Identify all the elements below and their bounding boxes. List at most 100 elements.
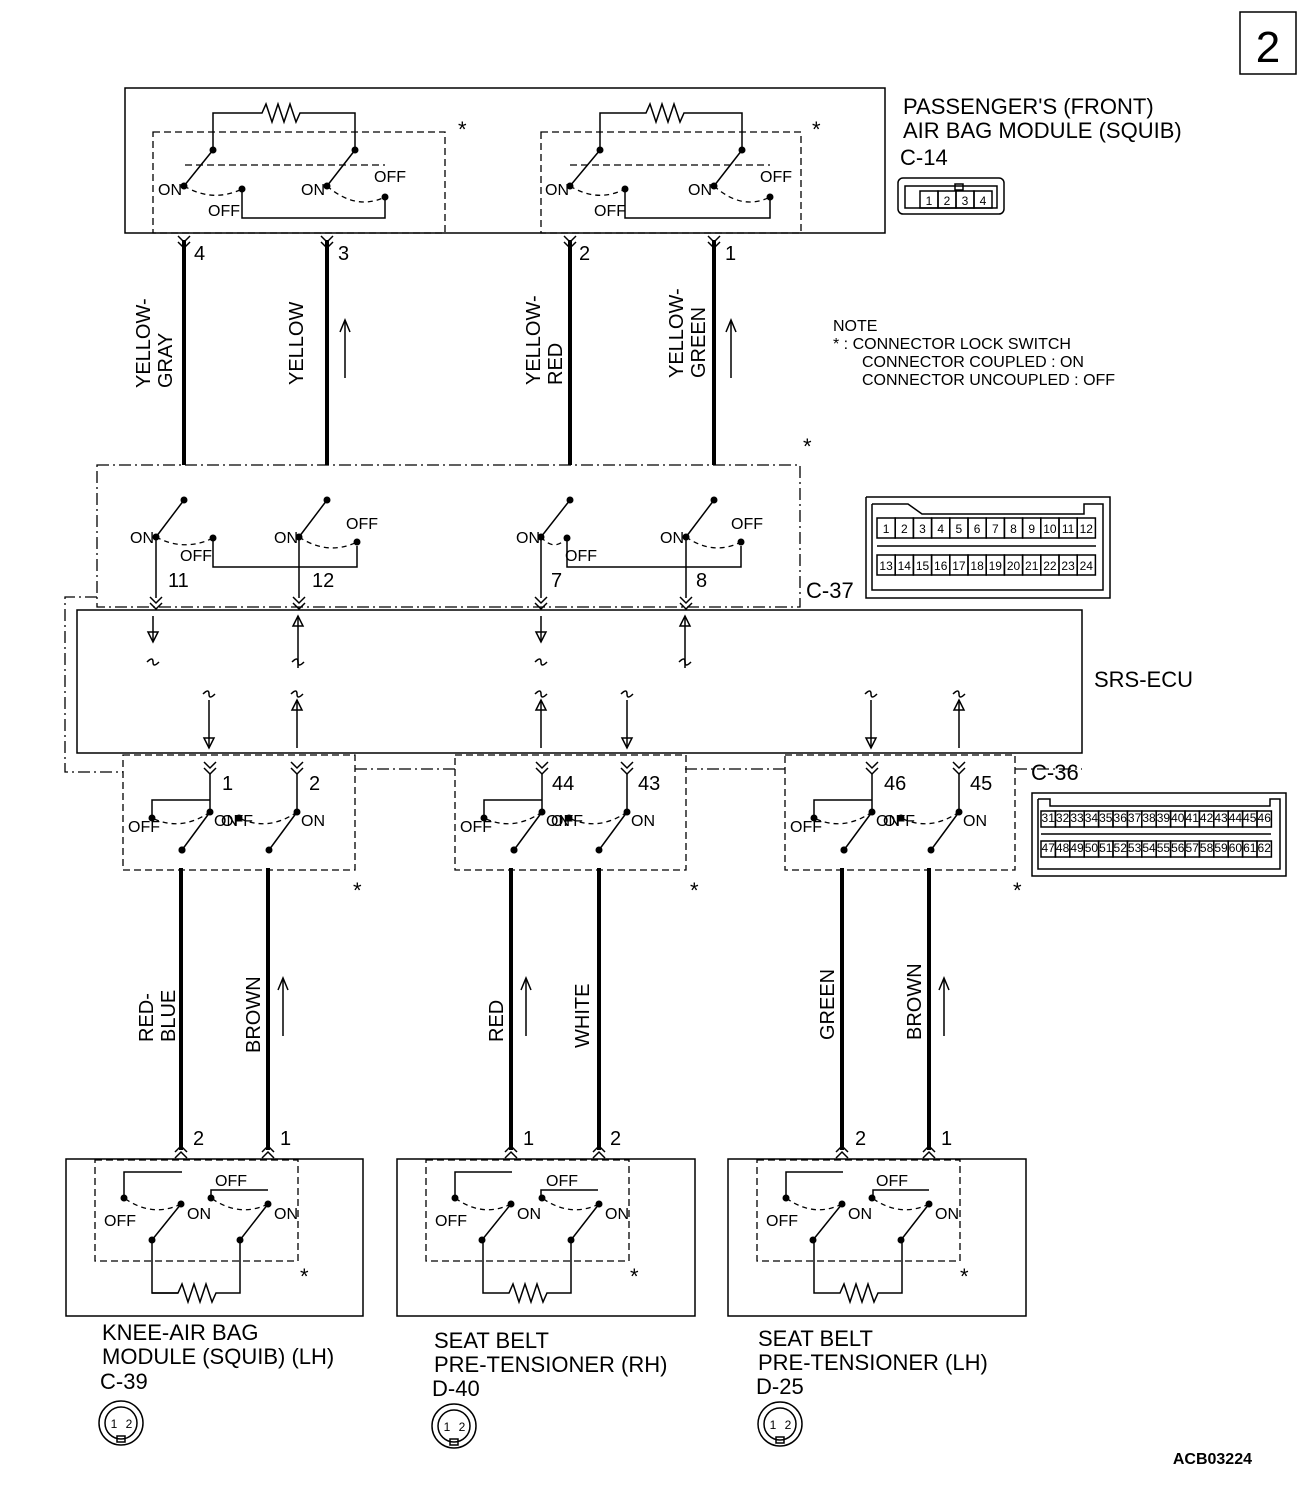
lock-mark: * (960, 1264, 969, 1289)
cavity-number: 2 (901, 522, 908, 536)
wire-label: BROWN (243, 976, 265, 1053)
connector-id: D-25 (756, 1374, 804, 1399)
c37-pin: 8 (696, 570, 707, 592)
d25-connector-face: 1 2 (757, 1401, 803, 1447)
switch-off-label: OFF (883, 813, 915, 830)
page-number-box: 2 (1239, 11, 1297, 75)
bottom-pin: 1 (523, 1128, 534, 1150)
switch-on-label: ON (214, 813, 238, 830)
switch-on-label: ON (688, 182, 712, 199)
lock-switch-box (122, 754, 356, 871)
note-line: CONNECTOR COUPLED : ON (862, 354, 1084, 371)
c36-pin: 46 (884, 773, 906, 795)
switch-off-label: OFF (180, 548, 212, 565)
switch-on-label: ON (963, 813, 987, 830)
switch-on-label: ON (274, 530, 298, 547)
cavity-number: 54 (1142, 841, 1156, 855)
c36-pin: 45 (970, 773, 992, 795)
c36-connector: * * * 1 2 44 43 46 45 C-36 (122, 754, 1079, 903)
switch-on-label: ON (516, 530, 540, 547)
cavity-number: 55 (1157, 841, 1171, 855)
cavity-number: 14 (898, 559, 912, 573)
connector-id: D-40 (432, 1376, 480, 1401)
break-mark-icon (291, 658, 305, 666)
break-mark-icon (864, 690, 878, 698)
c37-pin: 12 (312, 570, 334, 592)
switch-off-label: OFF (565, 548, 597, 565)
lock-switch (152, 496, 217, 546)
module-title-line1: SEAT BELT (434, 1328, 549, 1353)
cavity-number: 58 (1200, 841, 1214, 855)
note-line: CONNECTOR UNCOUPLED : OFF (862, 372, 1115, 389)
cavity-number: 38 (1142, 811, 1156, 825)
note-heading: NOTE (833, 318, 877, 335)
terminal-icon (707, 235, 721, 250)
ecu-signal-arrow-icon (864, 700, 878, 750)
lock-switch (782, 1194, 846, 1244)
terminal-icon (177, 235, 191, 250)
cavity-number: 57 (1186, 841, 1200, 855)
cavity-number: 42 (1200, 811, 1214, 825)
switch-off-label: OFF (766, 1213, 798, 1230)
resistor-icon (152, 1240, 241, 1305)
lock-switch (868, 1194, 933, 1244)
module-title-line2: PRE-TENSIONER (RH) (434, 1352, 667, 1377)
ecu-signal-arrow-icon (534, 698, 548, 748)
current-arrow-icon (725, 318, 737, 378)
page-number: 2 (1256, 23, 1280, 72)
wire-label: BROWN (904, 963, 926, 1040)
lock-switch-box (756, 1159, 961, 1262)
cavity-number: 9 (1028, 522, 1035, 536)
svg-text:2: 2 (126, 1417, 133, 1431)
c36-pin: 1 (222, 773, 233, 795)
cavity-number: 3 (919, 522, 926, 536)
switch-off-label: OFF (221, 813, 253, 830)
cavity-number: 8 (1010, 522, 1017, 536)
svg-text:2: 2 (785, 1418, 792, 1432)
cavity-number: 53 (1128, 841, 1142, 855)
cavity-number: 12 (1080, 522, 1094, 536)
module-title-line1: KNEE-AIR BAG (102, 1320, 258, 1345)
ecu-signal-arrow-icon (534, 616, 548, 644)
lock-mark: * (690, 878, 699, 903)
terminal-icon (149, 596, 163, 611)
terminal-icon (620, 761, 634, 776)
cavity-number: 40 (1171, 811, 1185, 825)
module-title-line1: SEAT BELT (758, 1326, 873, 1351)
lock-switch (810, 808, 876, 854)
switch-off-label: OFF (731, 516, 763, 533)
svg-text:1: 1 (770, 1418, 777, 1432)
lock-mark: * (812, 117, 821, 142)
top-pin: 2 (579, 243, 590, 265)
switch-off-label: OFF (876, 1173, 908, 1190)
switch-off-label: OFF (546, 1173, 578, 1190)
wire-label: RED (545, 343, 567, 385)
terminal-icon (203, 761, 217, 776)
note-line: * : CONNECTOR LOCK SWITCH (833, 336, 1071, 353)
resistor-icon (813, 1240, 903, 1305)
lock-mark: * (803, 434, 812, 459)
break-mark-icon (534, 658, 548, 666)
cavity-number: 6 (974, 522, 981, 536)
switch-on-label: ON (546, 813, 570, 830)
svg-text:1: 1 (111, 1417, 118, 1431)
top-pin: 1 (725, 243, 736, 265)
switch-on-label: ON (158, 182, 182, 199)
wire-label: YELLOW- (523, 295, 545, 385)
c36-pin: 2 (309, 773, 320, 795)
switch-on-label: ON (605, 1206, 629, 1223)
cavity-number: 62 (1258, 841, 1272, 855)
cavity-number: 34 (1085, 811, 1099, 825)
lock-switch-box (784, 754, 1016, 871)
ecu-signal-arrow-icon (290, 698, 304, 748)
lock-switch-box (540, 131, 802, 234)
c39-connector-face: 1 2 (98, 1400, 144, 1446)
cavity-number: 11 (1062, 522, 1075, 536)
lock-switch (538, 1194, 603, 1244)
lock-mark: * (458, 117, 467, 142)
c37-pin: 11 (168, 570, 189, 592)
terminal-icon (292, 596, 306, 611)
cavity-number: 51 (1099, 841, 1113, 855)
cavity-number: 36 (1114, 811, 1128, 825)
